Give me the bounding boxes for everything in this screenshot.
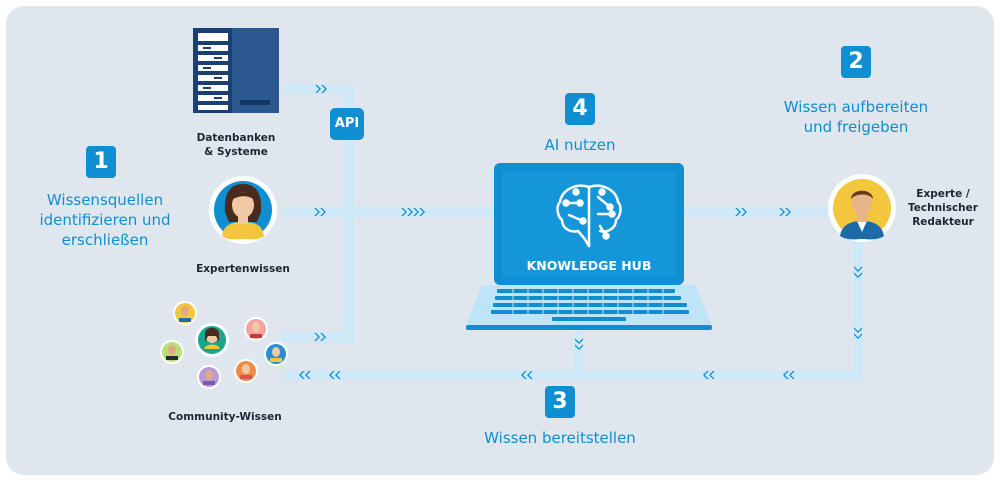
expert-label: Expertenwissen — [196, 263, 290, 275]
step-1-badge: 1 — [86, 146, 116, 178]
flow-path-bottom-return — [283, 370, 863, 380]
database-label-line-1: Datenbanken — [196, 132, 276, 144]
step-2-badge: 2 — [841, 46, 871, 78]
flow-path-database — [284, 84, 352, 94]
flow-path-community — [282, 332, 354, 342]
server-icon — [193, 28, 279, 113]
editor-label-line-2: Technischer — [908, 202, 978, 214]
step-1-title-line-3: erschließen — [61, 231, 149, 249]
brain-circuit-icon — [556, 184, 622, 248]
flow-path-hub-to-editor — [684, 207, 830, 217]
flow-paths — [282, 84, 863, 380]
step-4-title: AI nutzen — [544, 136, 616, 154]
database-label-line-2: & Systeme — [204, 146, 268, 158]
step-3-badge: 3 — [545, 386, 575, 418]
male-editor-avatar-icon — [828, 174, 896, 242]
step-4-badge: 4 — [565, 93, 595, 125]
hub-label: KNOWLEDGE HUB — [526, 258, 652, 273]
community-label: Community-Wissen — [168, 411, 282, 423]
step-3-title: Wissen bereitstellen — [484, 429, 636, 447]
step-2-title-line-1: Wissen aufbereiten — [783, 98, 929, 116]
step-1-title-line-2: identifizieren und — [39, 211, 171, 229]
community-avatars-icon — [160, 301, 288, 389]
editor-label-line-3: Redakteur — [912, 216, 974, 228]
flow-path-to-hub — [284, 207, 496, 217]
flow-path-editor-down — [853, 240, 863, 380]
editor-label-line-1: Experte / — [916, 188, 970, 200]
female-expert-avatar-icon — [209, 176, 277, 244]
flow-path-hub-down — [574, 318, 584, 376]
api-badge: API — [330, 108, 364, 140]
step-1-title-line-1: Wissensquellen — [46, 191, 164, 209]
step-2-title-line-2: und freigeben — [803, 118, 909, 136]
